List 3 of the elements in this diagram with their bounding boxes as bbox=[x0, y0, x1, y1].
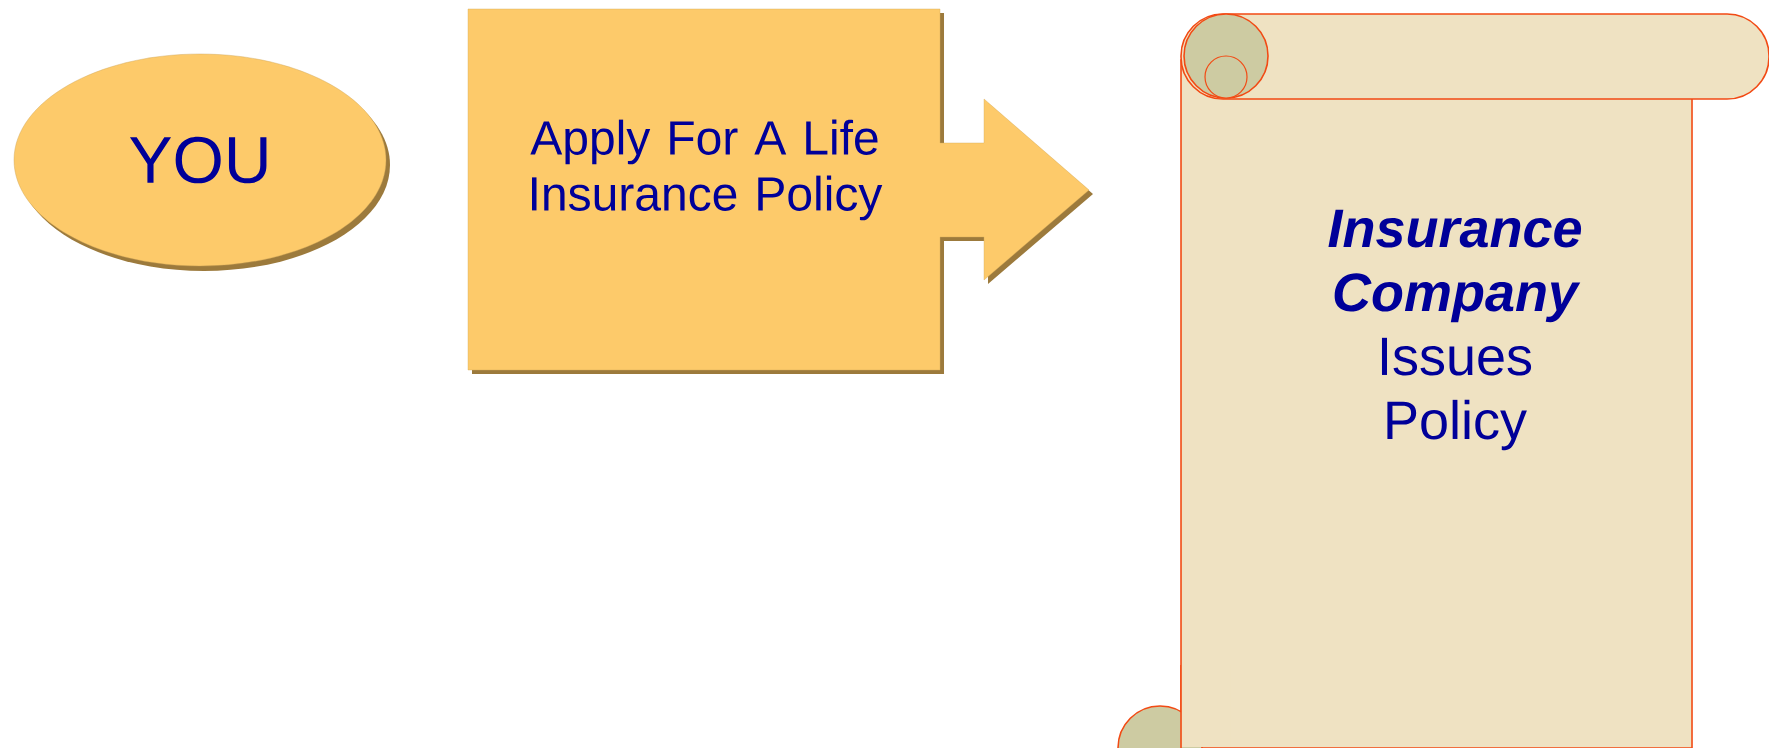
arrow-box: Apply For A Life Insurance Policy bbox=[467, 8, 1093, 374]
oval: YOU bbox=[13, 53, 390, 271]
scroll: Insurance Company Issues Policy bbox=[1117, 13, 1769, 748]
